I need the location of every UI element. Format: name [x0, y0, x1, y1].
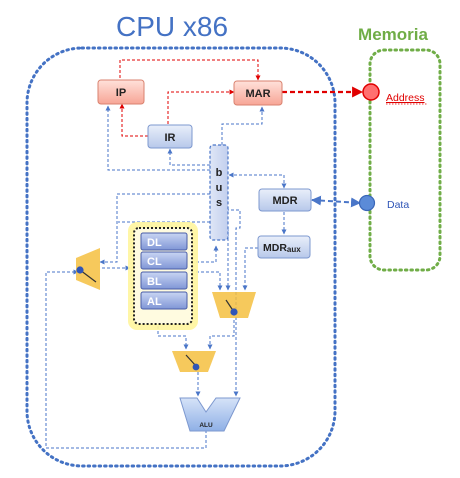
- register-mar: [233, 80, 283, 106]
- register-mar-label: MAR: [245, 88, 270, 100]
- mux-left-pivot: [76, 266, 84, 274]
- wire-bus-mar: [221, 106, 265, 145]
- mux-middle: [212, 292, 256, 318]
- register-ip: [97, 79, 145, 105]
- mux-lower: [172, 351, 216, 372]
- memory-address-port: [362, 83, 380, 101]
- memory-boundary: [368, 48, 442, 272]
- bus-letter-b: b: [216, 167, 223, 179]
- cpu-boundary: [25, 46, 337, 468]
- alu-label: ALU: [199, 422, 213, 429]
- register-al: [140, 291, 188, 310]
- mdraux-sub-text: aux: [287, 245, 301, 254]
- wire-regfile-mux2: [196, 271, 223, 291]
- wire-mdr-data: [311, 195, 361, 208]
- cpu-title: CPU x86: [116, 11, 228, 42]
- wire-regfile-bus: [196, 245, 219, 263]
- register-ir-label: IR: [165, 132, 176, 144]
- register-ir: [147, 124, 193, 149]
- register-ip-label: IP: [116, 87, 126, 99]
- register-dl-label: DL: [147, 237, 162, 249]
- register-mdraux-label: MDRaux: [263, 242, 301, 254]
- mux-left: [76, 248, 100, 290]
- memory-address-label: Address: [386, 92, 425, 104]
- wire-mdraux-mux2: [242, 247, 258, 291]
- register-dl: [140, 232, 188, 251]
- mux-middle-pivot: [230, 308, 238, 316]
- wire-bus-leftmux: [99, 193, 210, 265]
- register-cl: [140, 251, 188, 270]
- register-mdr-label: MDR: [272, 195, 297, 207]
- register-cl-label: CL: [147, 256, 162, 268]
- bus: [209, 144, 229, 241]
- wire-bus-ip: [105, 105, 210, 171]
- memory-title: Memoria: [358, 25, 428, 44]
- register-mdraux: [257, 235, 311, 259]
- address-wires: [119, 59, 261, 137]
- wire-bus-ir: [167, 148, 210, 166]
- register-al-label: AL: [147, 296, 162, 308]
- memory-data-port: [358, 194, 376, 212]
- register-bl-label: BL: [147, 276, 162, 288]
- wire-ir-mar: [167, 89, 235, 124]
- alu: [179, 397, 241, 432]
- register-bl: [140, 271, 188, 290]
- memory-data-label: Data: [387, 199, 409, 211]
- register-mdr: [258, 188, 312, 212]
- bus-letter-s: s: [216, 197, 222, 209]
- wire-bus-mdr: [228, 172, 287, 189]
- wire-bus-alu: [226, 209, 241, 397]
- wire-regfile-mux3: [157, 326, 189, 350]
- wire-alu-feedback: [45, 269, 207, 449]
- mux-lower-pivot: [192, 363, 200, 371]
- wire-mux2-mux3: [207, 320, 235, 350]
- bus-letter-u: u: [216, 182, 223, 194]
- wire-ip-mar: [119, 59, 261, 81]
- mdraux-main-text: MDR: [263, 242, 287, 254]
- wire-ir-ip: [119, 103, 148, 137]
- data-wires: [45, 105, 287, 449]
